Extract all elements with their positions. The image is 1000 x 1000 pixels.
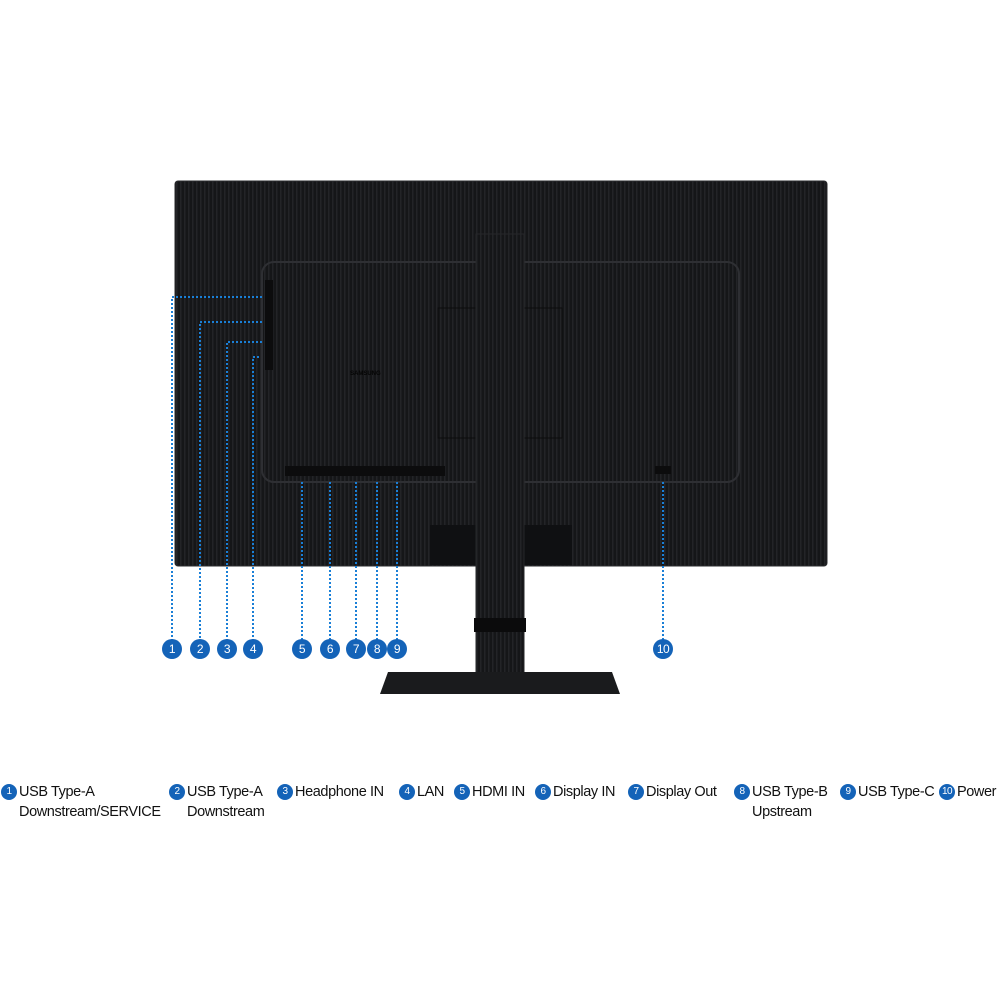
callout-badge-6: 6	[320, 639, 340, 659]
legend-badge: 2	[169, 784, 185, 800]
callout-badge-8: 8	[367, 639, 387, 659]
legend-label-line2: Downstream/SERVICE	[19, 804, 161, 820]
legend-label: USB Type-C	[858, 784, 935, 800]
callout-badge-4: 4	[243, 639, 263, 659]
legend-badge: 9	[840, 784, 856, 800]
legend-label: LAN	[417, 784, 445, 800]
legend-badge: 6	[535, 784, 551, 800]
legend-label: Power	[957, 784, 997, 800]
legend-badge: 8	[734, 784, 750, 800]
legend-badge: 1	[1, 784, 17, 800]
callout-badge-10: 10	[653, 639, 673, 659]
legend-badge: 5	[454, 784, 470, 800]
legend-label: USB Type-A	[187, 784, 263, 800]
legend-label: Display IN	[553, 784, 616, 800]
samsung-logo: SAMSUNG	[350, 371, 381, 377]
legend-label: Display Out	[646, 784, 717, 800]
legend-badge: 7	[628, 784, 644, 800]
port-strip-side	[265, 280, 273, 370]
legend-label: USB Type-B	[752, 784, 828, 800]
stand-neck	[475, 233, 525, 681]
callout-badge-3: 3	[217, 639, 237, 659]
legend-label: HDMI IN	[472, 784, 525, 800]
legend-label-line2: Upstream	[752, 804, 812, 820]
legend-badge: 4	[399, 784, 415, 800]
port-strip-bottom	[285, 466, 445, 476]
legend-badge: 10	[939, 784, 955, 800]
callout-badge-9: 9	[387, 639, 407, 659]
callout-lines	[171, 296, 664, 640]
callout-badge-7: 7	[346, 639, 366, 659]
legend-label: USB Type-A	[19, 784, 95, 800]
legend-badge: 3	[277, 784, 293, 800]
stand-clip	[474, 618, 526, 632]
stand-base	[380, 672, 620, 694]
callout-badge-5: 5	[292, 639, 312, 659]
legend-label-line2: Downstream	[187, 804, 265, 820]
callout-badge-1: 1	[162, 639, 182, 659]
callout-badge-2: 2	[190, 639, 210, 659]
power-port	[655, 466, 671, 474]
legend-label: Headphone IN	[295, 784, 384, 800]
